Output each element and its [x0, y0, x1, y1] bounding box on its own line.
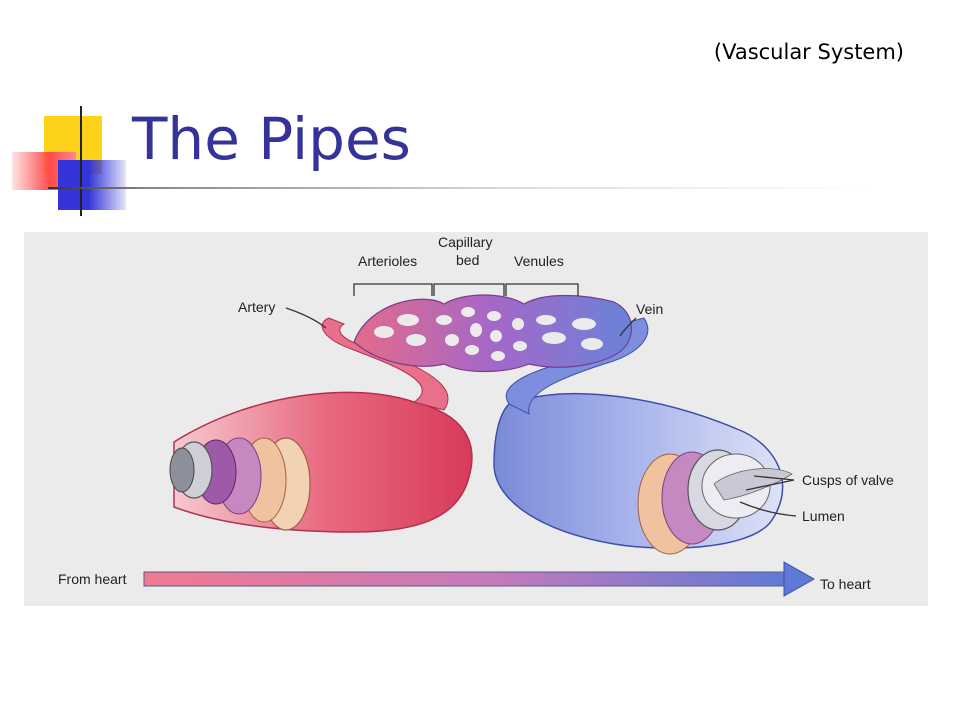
label-capillary-line1: Capillary	[438, 234, 492, 250]
label-capillary-line2: bed	[456, 252, 479, 268]
slide-subtitle: (Vascular System)	[713, 40, 904, 64]
label-artery: Artery	[238, 299, 275, 315]
label-arterioles: Arterioles	[358, 253, 417, 269]
capillary-bed	[353, 294, 632, 373]
valve-cusp	[713, 468, 793, 501]
artery-vessel	[169, 317, 473, 533]
vein-vessel	[493, 317, 793, 555]
title-decoration	[0, 100, 140, 220]
title-underline	[48, 187, 868, 189]
label-cusps-of-valve: Cusps of valve	[802, 472, 894, 488]
label-to-heart: To heart	[820, 576, 871, 592]
slide-title: The Pipes	[132, 105, 411, 173]
label-venules: Venules	[514, 253, 564, 269]
decor-vertical-line	[80, 106, 82, 216]
decor-blue-square	[58, 160, 126, 210]
label-brackets	[285, 283, 797, 517]
label-from-heart: From heart	[58, 571, 127, 587]
vascular-diagram-svg: Arterioles Capillary bed Venules Artery …	[58, 234, 894, 597]
label-lumen: Lumen	[802, 508, 845, 524]
flow-arrow	[143, 561, 816, 597]
label-vein: Vein	[636, 301, 663, 317]
vascular-diagram: Arterioles Capillary bed Venules Artery …	[24, 232, 928, 606]
